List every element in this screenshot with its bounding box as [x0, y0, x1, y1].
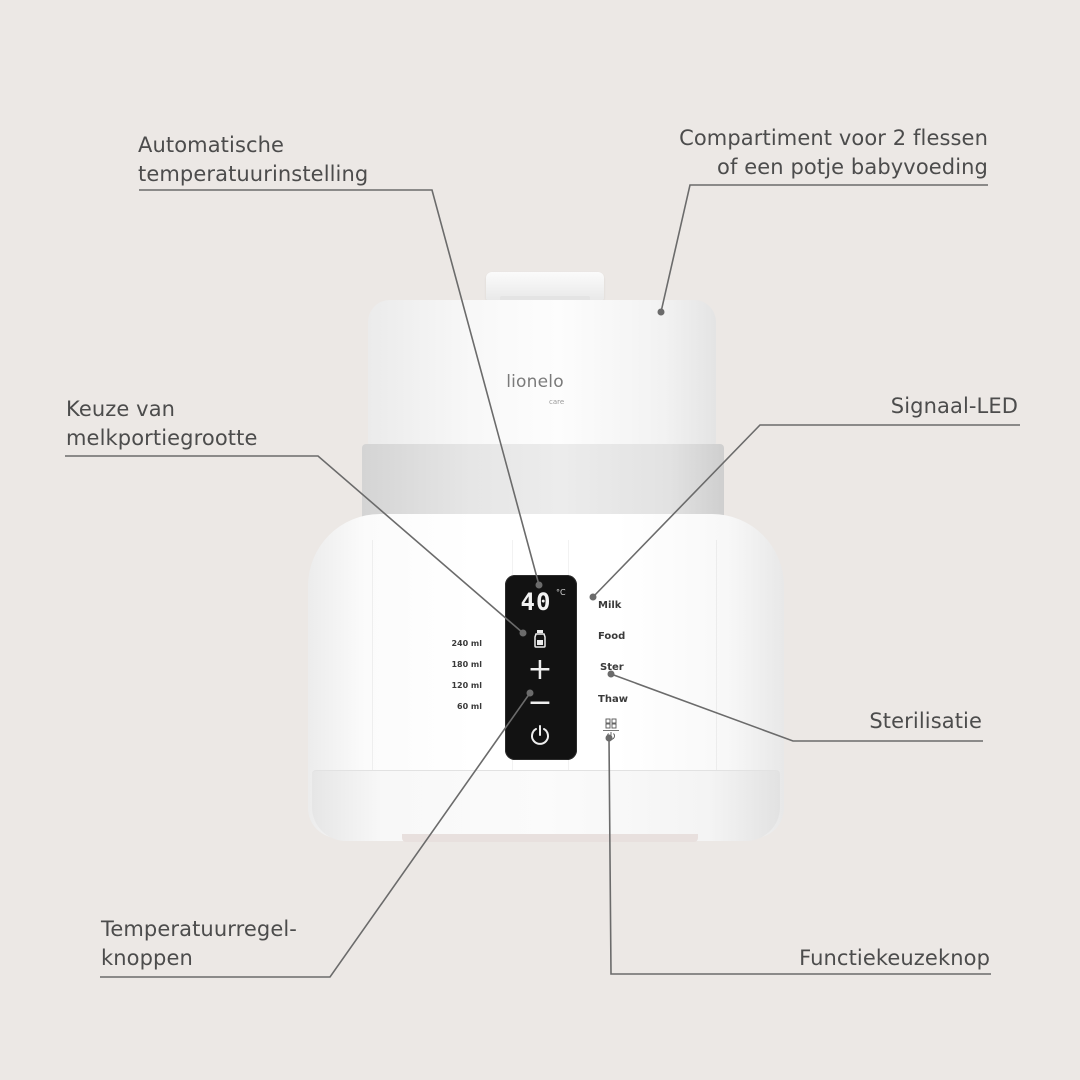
volume-label: 180 ml: [451, 660, 482, 669]
body-groove: [716, 540, 717, 770]
brand-sub: care: [549, 398, 565, 406]
temperature-unit: °C: [556, 588, 566, 597]
grid-icon: [605, 718, 617, 729]
middle-band: [362, 444, 724, 524]
callout-temp-buttons: Temperatuurregel- knoppen: [101, 917, 297, 970]
callout-function-button: Functiekeuzeknop: [799, 946, 990, 970]
callout-compartment: Compartiment voor 2 flessen of een potje…: [679, 126, 988, 179]
device-base: [312, 770, 780, 841]
callout-sterilisation: Sterilisatie: [869, 709, 982, 733]
brand-logo: lionelo: [506, 372, 564, 392]
function-select-button[interactable]: [602, 718, 620, 746]
device-foot: [402, 834, 698, 842]
function-label-food: Food: [598, 631, 626, 642]
power-button[interactable]: [520, 724, 560, 750]
volume-label: 60 ml: [457, 702, 482, 711]
function-label-milk: Milk: [598, 600, 622, 611]
callout-signal-led: Signaal-LED: [890, 394, 1018, 418]
body-groove: [372, 540, 373, 770]
small-power-icon: [607, 732, 615, 740]
power-icon: [531, 725, 549, 745]
volume-label: 120 ml: [451, 681, 482, 690]
callout-auto-temp: Automatische temperatuurinstelling: [138, 133, 369, 186]
volume-label: 240 ml: [451, 639, 482, 648]
minus-button[interactable]: −: [527, 685, 553, 720]
plus-button[interactable]: +: [527, 652, 553, 687]
function-label-ster: Ster: [600, 662, 624, 673]
function-label-thaw: Thaw: [598, 694, 628, 705]
temperature-display: 40: [520, 588, 552, 616]
leader-compartment: [660, 184, 988, 313]
bottle-icon[interactable]: [520, 630, 560, 652]
callout-portion: Keuze van melkportiegrootte: [66, 397, 258, 450]
